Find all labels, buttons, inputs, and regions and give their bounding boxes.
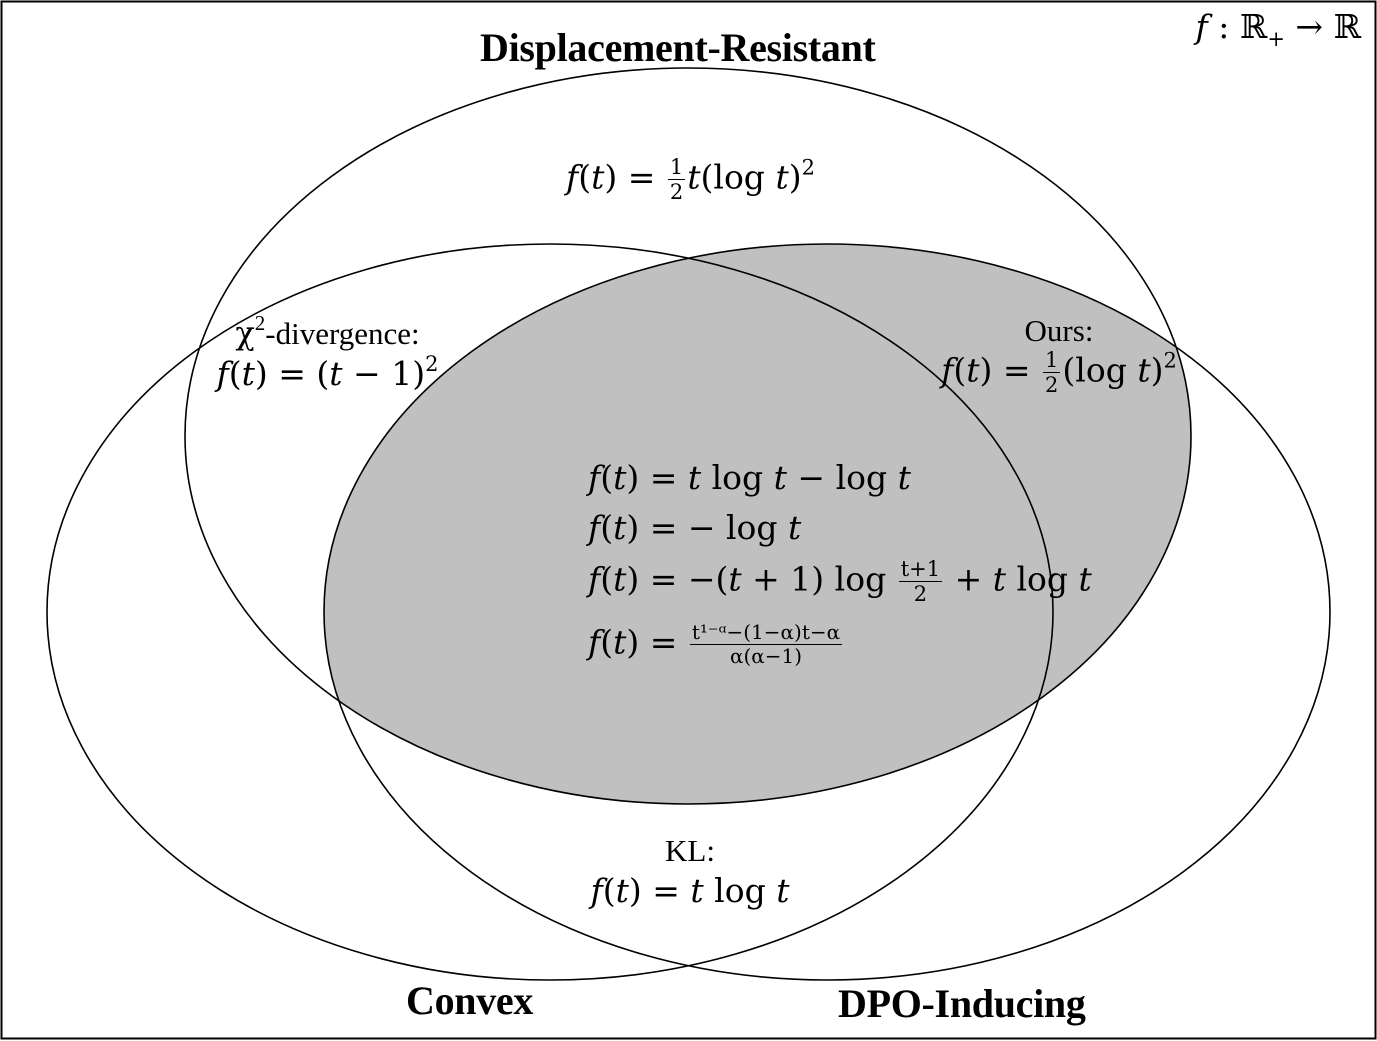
chi-name-rest: -divergence: bbox=[265, 316, 420, 351]
t-symbol: t bbox=[1137, 350, 1151, 390]
kl-formula: f(t) = t log t bbox=[590, 871, 790, 911]
chi-exponent: 2 bbox=[254, 311, 266, 335]
region-kl: KL: f(t) = t log t bbox=[560, 832, 820, 911]
paren-close: ) bbox=[1150, 350, 1164, 390]
t-symbol: t bbox=[966, 350, 980, 390]
t-symbol: t bbox=[329, 354, 343, 394]
f-symbol: f bbox=[590, 871, 603, 911]
chi-square-name: χ2-divergence: bbox=[200, 311, 455, 353]
chi-square-formula: f(t) = (t − 1)2 bbox=[216, 352, 439, 394]
region-chi-square-divergence: χ2-divergence: f(t) = (t − 1)2 bbox=[200, 311, 455, 394]
set-title-displacement-resistant: Displacement-Resistant bbox=[480, 25, 876, 70]
f-symbol: f bbox=[1195, 7, 1208, 46]
ours-name: Ours: bbox=[1024, 313, 1094, 348]
convex-ellipse bbox=[46, 243, 1054, 981]
kl-name: KL: bbox=[665, 833, 715, 868]
jeffrey-formula: f(t) = t log t − log t bbox=[588, 458, 911, 497]
fraction-denominator: 2 bbox=[1045, 373, 1059, 398]
exponent: 2 bbox=[1163, 348, 1177, 373]
set-title-dpo-inducing: DPO-Inducing bbox=[838, 981, 1086, 1026]
fraction-denominator: 2 bbox=[913, 582, 928, 607]
chi-symbol: χ bbox=[235, 314, 255, 352]
t-symbol: t bbox=[241, 354, 255, 394]
f-symbol: f bbox=[216, 354, 229, 394]
log-open: (log bbox=[700, 157, 776, 197]
equals: = bbox=[992, 350, 1042, 390]
exponent: 2 bbox=[801, 155, 815, 180]
t-symbol: t bbox=[775, 157, 789, 197]
fraction-denominator: α(α−1) bbox=[729, 644, 803, 668]
t-symbol: t bbox=[776, 871, 790, 911]
exponent: 2 bbox=[425, 352, 439, 377]
dpo-inducing-ellipse bbox=[323, 243, 1331, 981]
equals: = ( bbox=[267, 354, 330, 394]
codomain-symbol: ℝ bbox=[1333, 7, 1361, 46]
equals: = bbox=[641, 871, 691, 911]
domain-subscript: + bbox=[1267, 27, 1285, 51]
reverse-kl-formula: f(t) = − log t bbox=[588, 508, 802, 547]
f-symbol: f bbox=[941, 350, 954, 390]
t-symbol: t bbox=[615, 871, 629, 911]
set-title-convex: Convex bbox=[406, 978, 534, 1023]
colon: : bbox=[1207, 7, 1240, 46]
fraction-numerator: 1 bbox=[1043, 348, 1061, 374]
function-signature-label: f : ℝ+ → ℝ bbox=[1195, 7, 1361, 50]
fraction-numerator: t+1 bbox=[898, 557, 943, 583]
equals: = bbox=[617, 157, 666, 197]
t-symbol: t bbox=[591, 157, 605, 197]
fraction-numerator: t¹⁻ᵅ−(1−α)t−α bbox=[689, 620, 843, 645]
t-symbol: t bbox=[687, 157, 701, 197]
minus-one: − 1) bbox=[342, 354, 426, 394]
fraction-numerator: 1 bbox=[667, 155, 686, 181]
log-open: (log bbox=[1062, 350, 1138, 390]
displacement-resistant-ellipse bbox=[184, 67, 1192, 805]
paren-close: ) bbox=[788, 157, 802, 197]
domain-symbol: ℝ bbox=[1239, 7, 1268, 46]
arrow-symbol: → bbox=[1284, 7, 1334, 46]
fraction-denominator: 2 bbox=[669, 180, 684, 205]
f-symbol: f bbox=[566, 157, 579, 197]
t-symbol: t bbox=[690, 871, 704, 911]
log-word: log bbox=[703, 871, 777, 911]
